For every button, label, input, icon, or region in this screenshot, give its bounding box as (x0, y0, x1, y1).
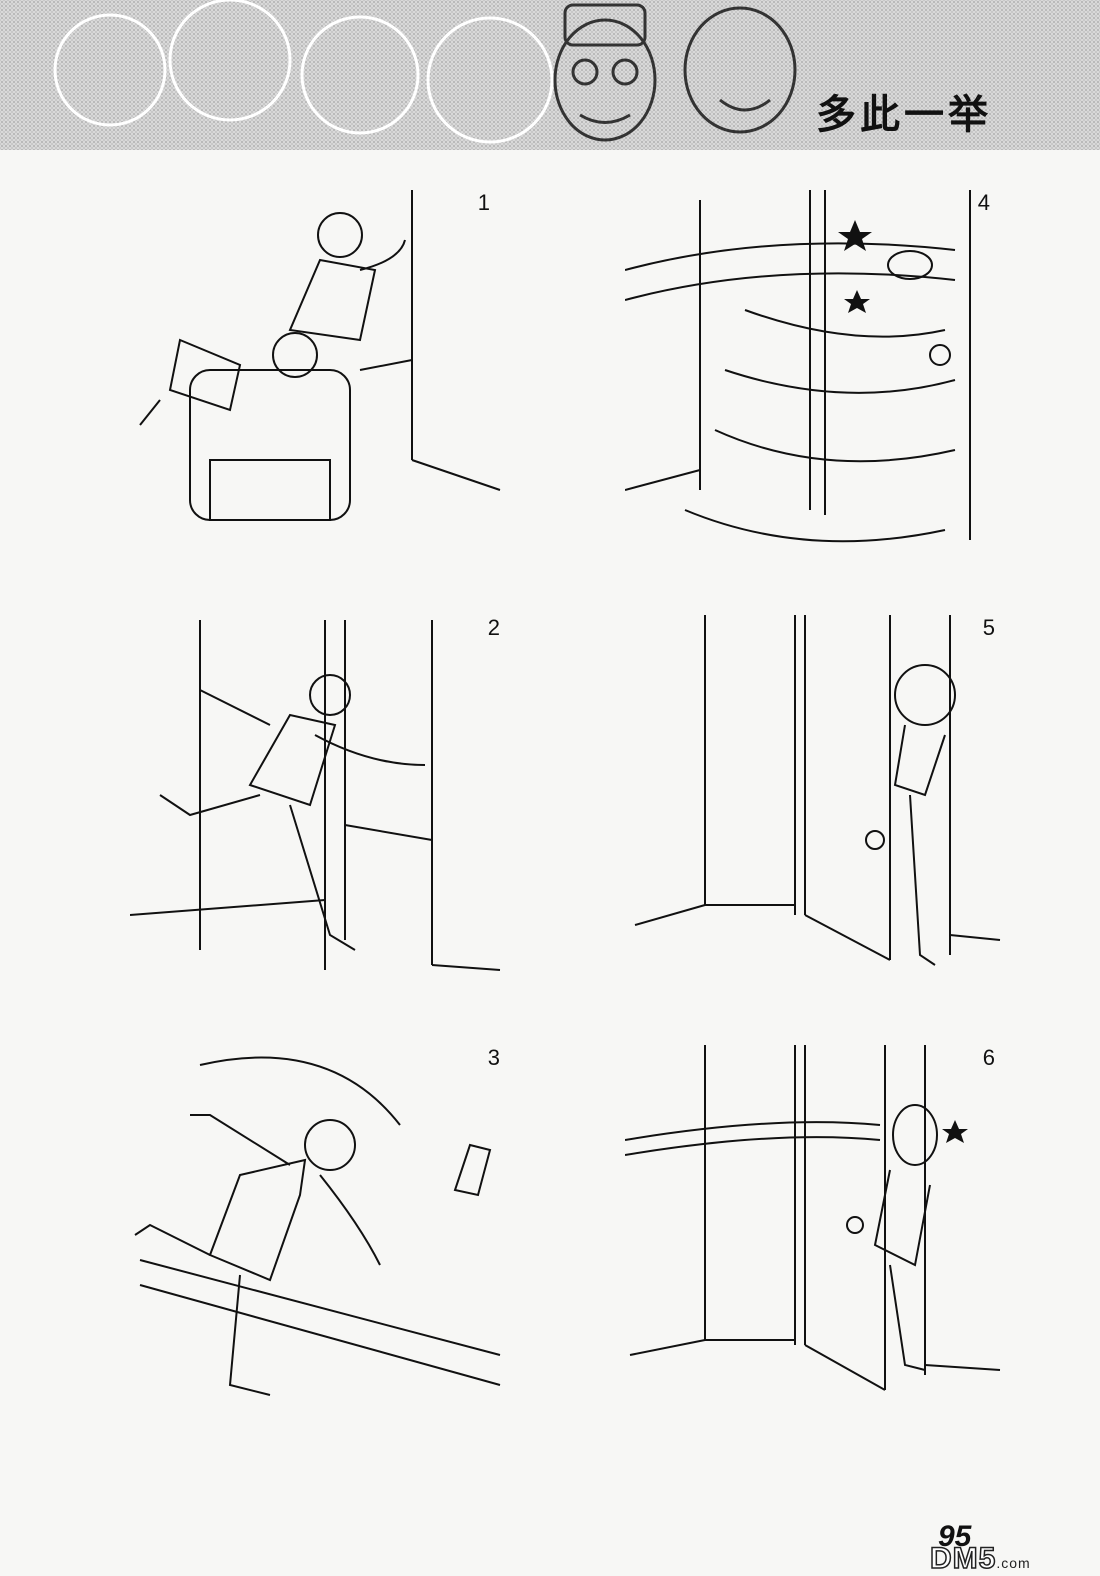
panel-2-illustration (130, 620, 501, 971)
comic-panel-3: 3 (130, 1045, 510, 1415)
watermark-logo: DM5.com (929, 1541, 1031, 1576)
comic-panel-5: 5 (625, 615, 1005, 985)
page-title: 多此一举 (816, 92, 992, 138)
panel-3-illustration (134, 1056, 501, 1396)
panel-number: 3 (487, 1045, 500, 1070)
panel-number: 5 (982, 615, 995, 640)
panel-5-illustration (634, 615, 1001, 966)
panel-6-illustration (625, 1045, 1001, 1391)
comic-panel-6: 6 (625, 1045, 1005, 1415)
panel-number: 1 (477, 190, 490, 215)
comic-panel-1: 1 (130, 190, 510, 560)
watermark-text: DM5 (929, 1541, 997, 1576)
page-number: 95 (938, 1520, 972, 1553)
panel-number: 2 (487, 615, 500, 640)
panel-number: 4 (977, 190, 990, 215)
comic-panel-4: 4 (625, 190, 1005, 560)
watermark-domain: .com (996, 1555, 1031, 1571)
panel-1-illustration (139, 190, 501, 521)
panel-number: 6 (982, 1045, 995, 1070)
header-character-faces (53, 0, 797, 144)
page-header: 多此一举 (0, 0, 1100, 150)
panel-4-illustration (625, 190, 971, 543)
comic-panel-2: 2 (130, 615, 510, 985)
